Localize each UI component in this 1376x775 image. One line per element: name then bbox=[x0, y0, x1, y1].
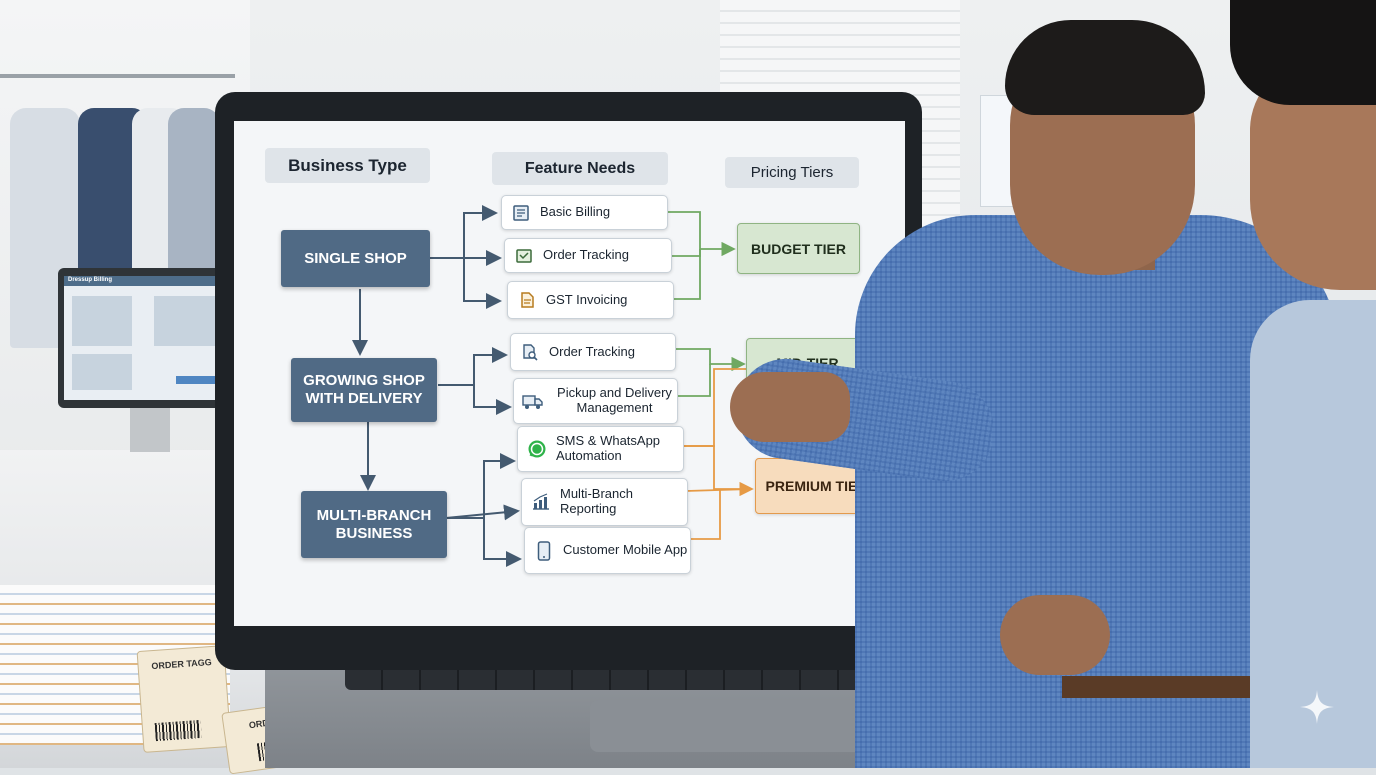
header-pricing-tiers: Pricing Tiers bbox=[725, 157, 859, 188]
business-single-shop: SINGLE SHOP bbox=[281, 230, 430, 287]
header-business-type: Business Type bbox=[265, 148, 430, 183]
background-monitor-title: Dressup Billing bbox=[68, 277, 113, 283]
document-search-icon bbox=[519, 341, 541, 363]
background-monitor: Dressup Billing bbox=[58, 268, 236, 408]
feature-label: Order Tracking bbox=[549, 343, 635, 359]
presenter-pointing-hand bbox=[730, 372, 850, 442]
colleague-hair bbox=[1230, 0, 1376, 105]
business-multi-branch: MULTI-BRANCH BUSINESS bbox=[301, 491, 447, 558]
feature-label: Customer Mobile App bbox=[563, 542, 688, 558]
order-box-icon bbox=[513, 245, 535, 267]
feature-label: Basic Billing bbox=[540, 204, 611, 220]
feature-basic-billing: Basic Billing bbox=[501, 195, 668, 230]
laptop-screen: Business Type Feature Needs Pricing Tier… bbox=[234, 121, 905, 626]
feature-label: GST Invoicing bbox=[546, 291, 628, 307]
feature-order-tracking: Order Tracking bbox=[504, 238, 672, 273]
delivery-truck-icon bbox=[522, 390, 544, 412]
tier-label: PREMIUM TIER bbox=[765, 478, 868, 494]
feature-label: Multi-Branch Reporting bbox=[560, 486, 633, 516]
laptop-trackpad bbox=[590, 700, 890, 752]
monitor-stand bbox=[130, 408, 170, 452]
feature-gst-invoicing: GST Invoicing bbox=[507, 281, 674, 319]
presenter-hair bbox=[1005, 20, 1205, 115]
feature-label: Order Tracking bbox=[543, 247, 629, 263]
bar-chart-icon bbox=[530, 491, 552, 513]
feature-label: Pickup and Delivery Management bbox=[557, 385, 672, 415]
sparkle-icon bbox=[1300, 690, 1334, 724]
presenter-belt bbox=[1062, 676, 1257, 698]
tier-label: BUDGET TIER bbox=[751, 240, 846, 257]
tier-budget: BUDGET TIER bbox=[737, 223, 860, 274]
order-tag-label: ORDER TAGG bbox=[151, 656, 213, 672]
flowchart-connectors bbox=[352, 205, 754, 567]
feature-multi-branch-reporting: Multi-Branch Reporting bbox=[521, 478, 688, 526]
presenter-left-hand bbox=[1000, 595, 1110, 675]
invoice-document-icon bbox=[516, 289, 538, 311]
header-feature-needs: Feature Needs bbox=[492, 152, 668, 185]
business-label: SINGLE SHOP bbox=[304, 249, 407, 267]
whatsapp-icon bbox=[526, 438, 548, 460]
mobile-phone-icon bbox=[533, 540, 555, 562]
order-tag: ORDER TAGG bbox=[136, 645, 232, 753]
feature-sms-whatsapp: SMS & WhatsApp Automation bbox=[517, 426, 684, 472]
feature-customer-mobile-app: Customer Mobile App bbox=[524, 527, 691, 574]
feature-pickup-delivery: Pickup and Delivery Management bbox=[513, 378, 678, 424]
business-label: GROWING SHOP WITH DELIVERY bbox=[303, 372, 425, 407]
receipt-icon bbox=[510, 202, 532, 224]
barcode-icon bbox=[154, 719, 202, 742]
business-label: MULTI-BRANCH BUSINESS bbox=[316, 506, 432, 542]
colleague-shirt bbox=[1250, 300, 1376, 768]
business-growing-shop: GROWING SHOP WITH DELIVERY bbox=[291, 358, 437, 422]
feature-order-tracking-2: Order Tracking bbox=[510, 333, 676, 371]
clothing-rail bbox=[0, 74, 235, 78]
feature-label: SMS & WhatsApp Automation bbox=[556, 433, 661, 463]
